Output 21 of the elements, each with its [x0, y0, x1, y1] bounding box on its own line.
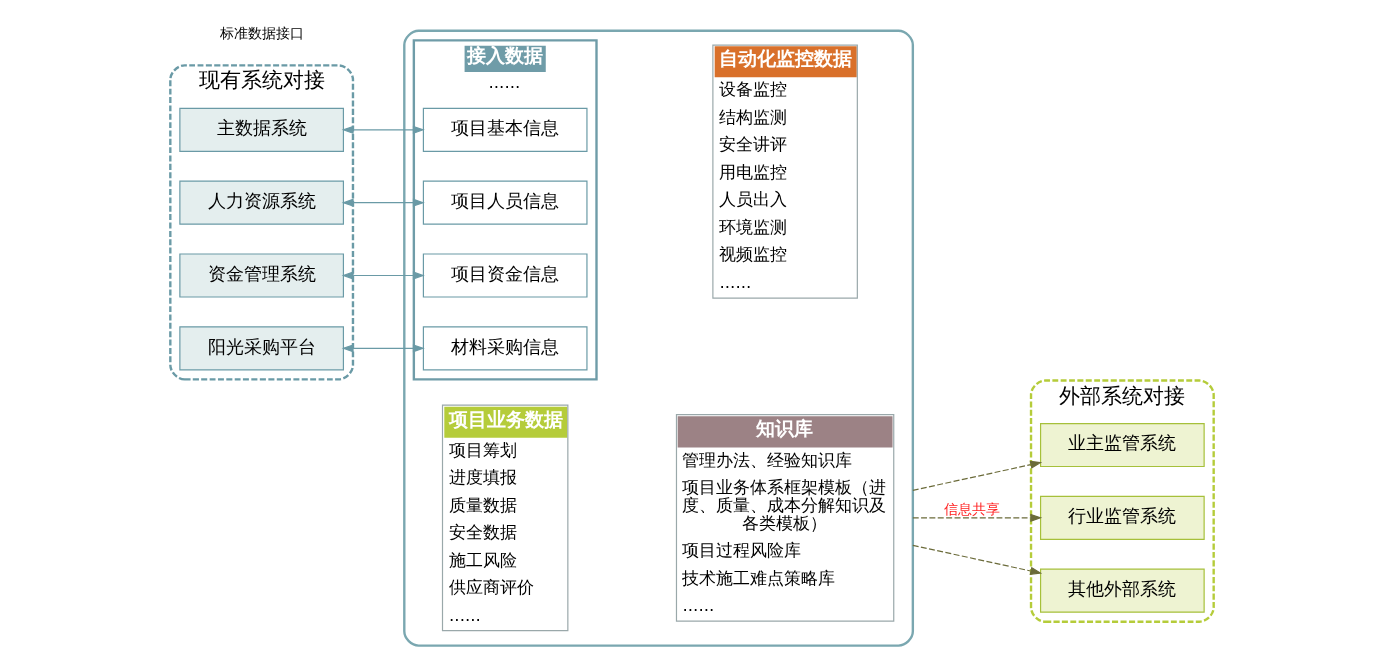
- node-box: 行业监管系统: [1039, 495, 1205, 540]
- arrow: [341, 344, 425, 353]
- node-box: 阳光采购平台: [178, 326, 344, 371]
- arrow: [341, 198, 425, 207]
- arrow: [341, 125, 425, 135]
- node-box: 人力资源系统: [178, 180, 344, 225]
- node-box: 资金管理系统: [178, 253, 344, 298]
- node-box: 其他外部系统: [1039, 568, 1205, 613]
- arrow: [341, 271, 425, 280]
- node-box: 材料采购信息: [422, 326, 588, 371]
- label: 标准数据接口: [219, 25, 304, 42]
- node-box: 项目人员信息: [422, 180, 588, 225]
- node-box: 项目基本信息: [422, 107, 588, 152]
- node-box: 业主监管系统: [1039, 422, 1205, 468]
- cluster: [402, 29, 914, 647]
- arrow: [911, 544, 1042, 576]
- node-box: 项目资金信息: [422, 253, 588, 298]
- node-box: 主数据系统: [178, 107, 344, 152]
- arrow: [911, 460, 1042, 491]
- arrow: [911, 513, 1042, 522]
- edge-label: 信息共享: [943, 500, 1000, 517]
